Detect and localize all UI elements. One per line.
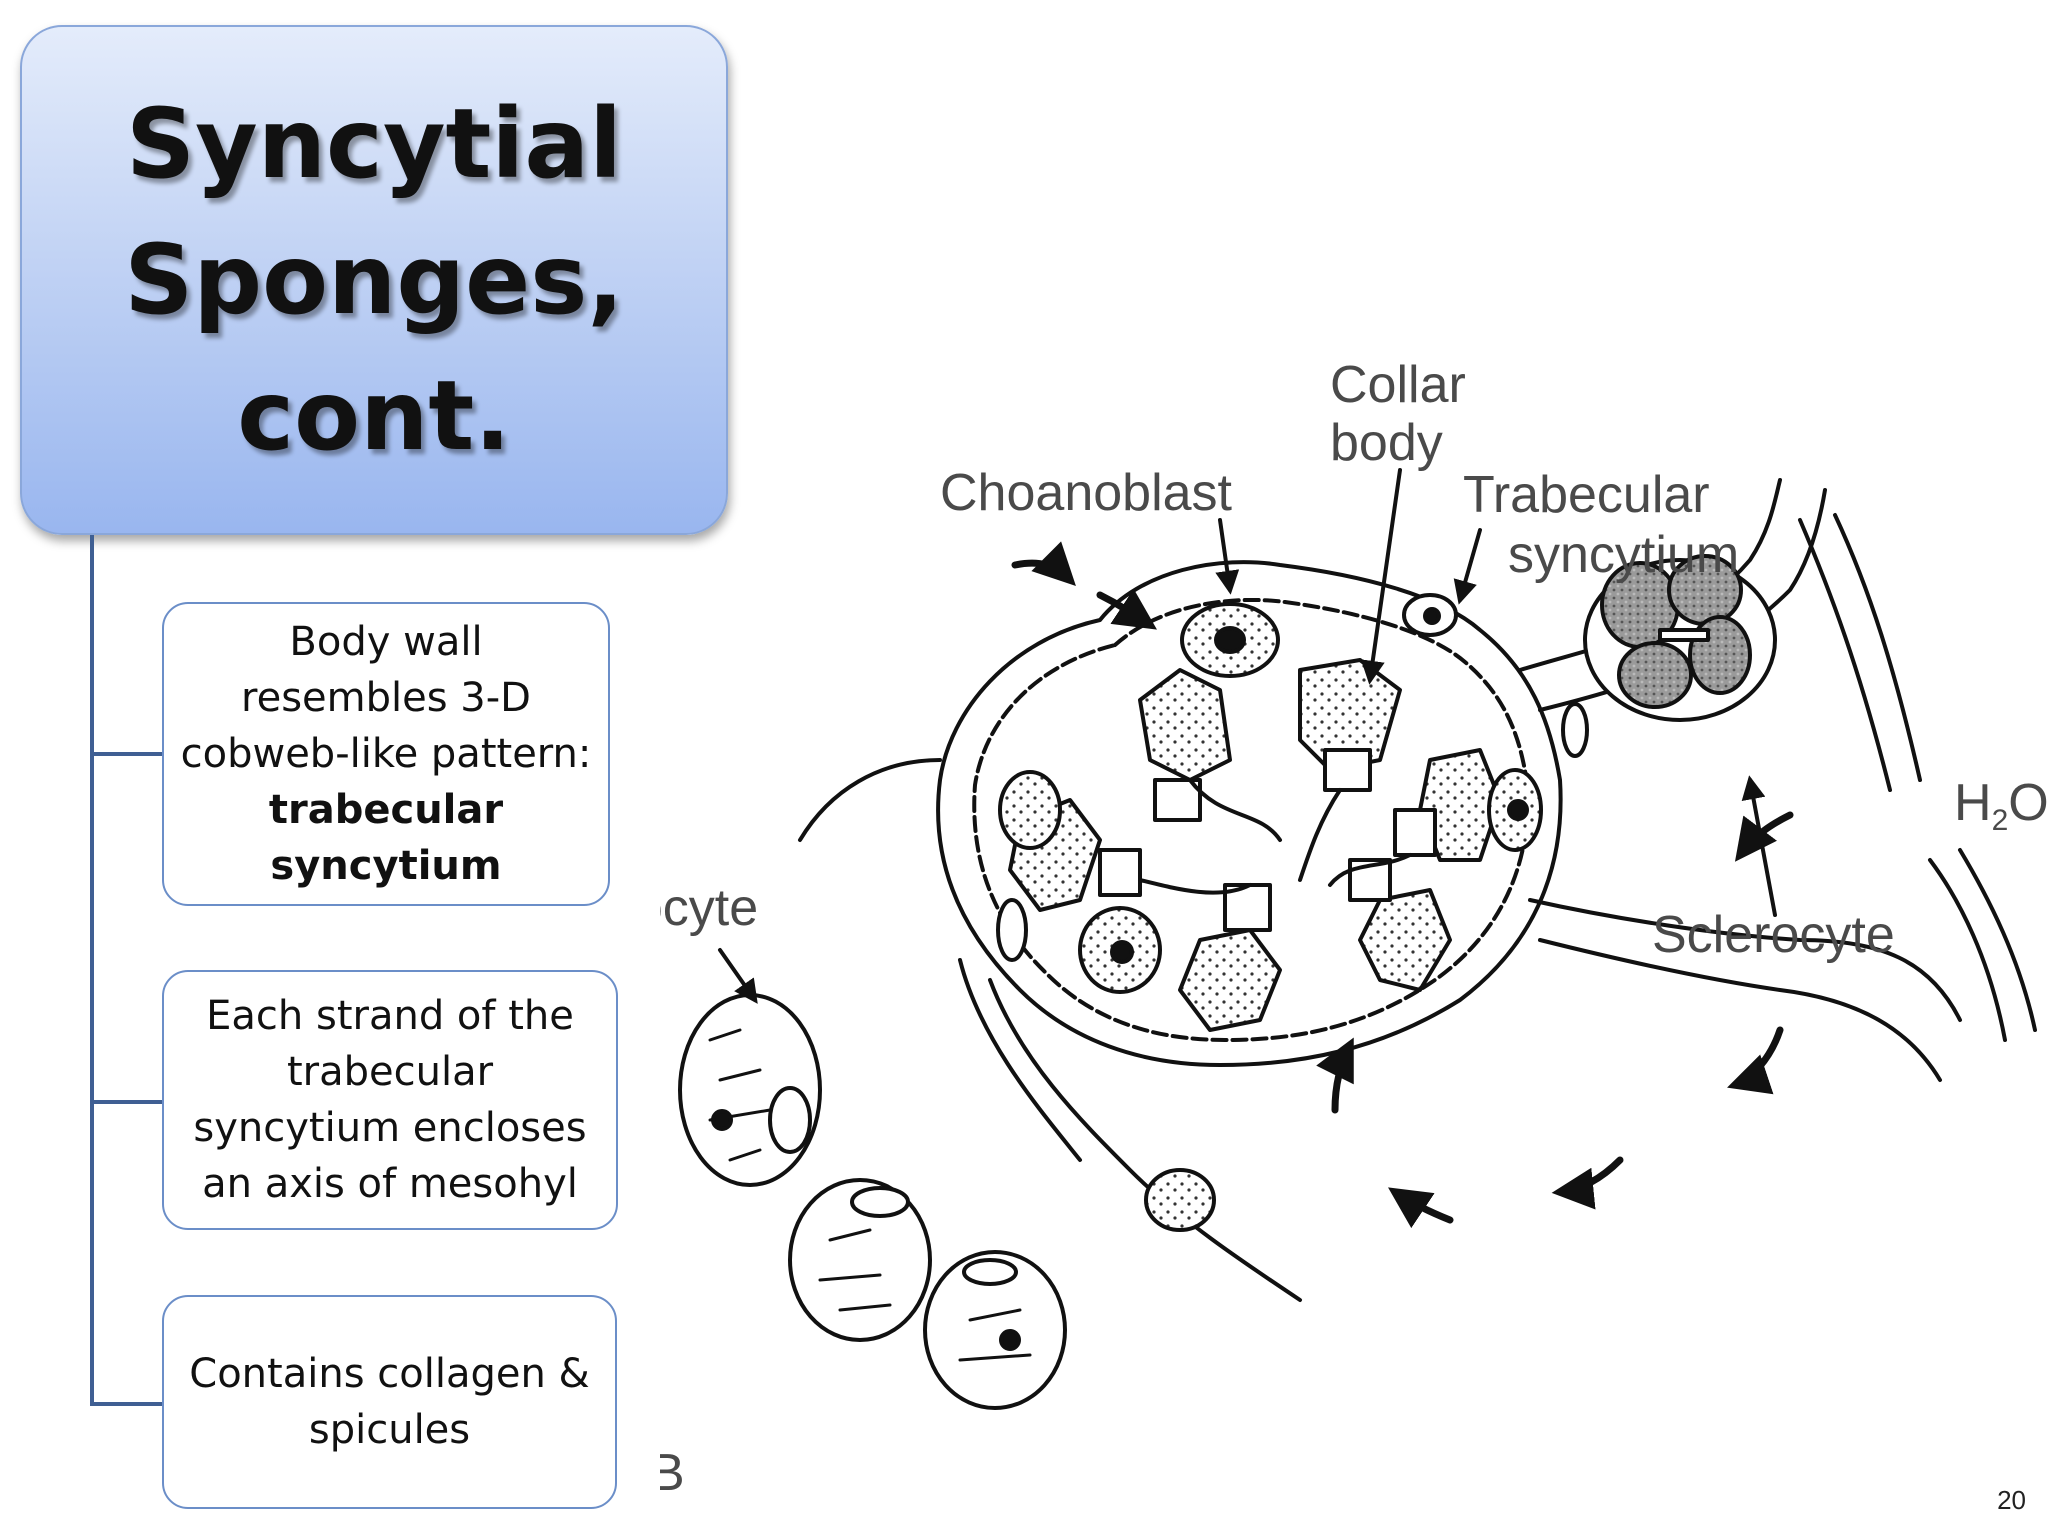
spicule bbox=[1658, 628, 1710, 642]
label-collar-1: Collar bbox=[1330, 356, 1466, 414]
collar-3 bbox=[1393, 808, 1437, 857]
bullet-box-1: Body wall resembles 3-D cobweb-like patt… bbox=[162, 602, 610, 906]
trabecular-strand-lower-b bbox=[1538, 938, 1942, 1082]
h2o-h: H bbox=[1954, 774, 1992, 832]
bullet-text-1: Body wall resembles 3-D cobweb-like patt… bbox=[180, 614, 592, 894]
small-cell-top-nucleus bbox=[1423, 607, 1441, 625]
h2o-subscript: 2 bbox=[1992, 804, 2009, 837]
archeocyte-nucleus bbox=[711, 1109, 733, 1131]
trabecular-strand-lower-left bbox=[988, 978, 1302, 1302]
label-h2o: H2O bbox=[1954, 774, 2048, 837]
choanoblast-nucleus bbox=[1214, 626, 1246, 654]
bullet-text-3: Contains collagen & spicules bbox=[189, 1351, 590, 1453]
connector-vertical bbox=[90, 535, 94, 1405]
page-number: 20 bbox=[1997, 1485, 2026, 1515]
title-line-3: cont. bbox=[237, 360, 511, 472]
label-trabecular-2: syncytium bbox=[1508, 526, 1739, 584]
bullet-1-bold: trabecular syncytium bbox=[268, 787, 504, 889]
label-archeocyte: Archeocyte bbox=[660, 879, 758, 937]
collar-1 bbox=[1153, 778, 1202, 822]
connector-branch-1 bbox=[90, 752, 162, 756]
collar-body-5 bbox=[1178, 928, 1282, 1032]
collar-body-6 bbox=[1358, 888, 1452, 992]
flow-arrow-7 bbox=[1316, 1037, 1354, 1114]
leader-collar-body bbox=[1360, 468, 1402, 685]
connector-branch-3 bbox=[90, 1402, 162, 1406]
flow-arrow-4 bbox=[1727, 1026, 1784, 1095]
bullet-1-plain: Body wall resembles 3-D cobweb-like patt… bbox=[180, 619, 592, 777]
h2o-o: O bbox=[2008, 774, 2048, 832]
collar-body-2 bbox=[1298, 658, 1402, 772]
flagellum-3 bbox=[1328, 853, 1412, 887]
trabecular-strand-right-a bbox=[1798, 518, 1892, 792]
flagellum-4 bbox=[1138, 878, 1252, 895]
label-trabecular-1: Trabecular bbox=[1463, 466, 1710, 524]
bottom-cell-1-texture bbox=[818, 1228, 892, 1312]
trabecular-strand-far-right bbox=[1928, 858, 2007, 1042]
chamber-cell-left bbox=[998, 770, 1062, 850]
label-panel-b: B bbox=[660, 1444, 685, 1502]
title-line-2: Sponges, bbox=[124, 224, 624, 336]
collar-4 bbox=[1098, 848, 1142, 897]
flagellum-2 bbox=[1298, 788, 1342, 882]
wall-cell-bottom bbox=[1144, 1168, 1216, 1232]
flow-arrow-1 bbox=[1011, 541, 1076, 586]
flow-arrow-3 bbox=[1734, 811, 1794, 862]
collar-body-1 bbox=[1138, 668, 1232, 782]
trabecular-strand-left bbox=[798, 758, 942, 842]
trabecular-strand-far-right-b bbox=[1958, 848, 2037, 1032]
chamber-cell-right-nucleus bbox=[1507, 799, 1529, 821]
trabecular-strand-lower-left-b bbox=[958, 958, 1082, 1162]
title-line-1: Syncytial bbox=[125, 88, 623, 200]
trabecular-strand-right-b bbox=[1833, 513, 1922, 782]
flow-arrow-6 bbox=[1388, 1187, 1454, 1229]
bottom-cell-2-nucleus bbox=[999, 1329, 1021, 1351]
sclerocyte-lobe-4 bbox=[1617, 641, 1693, 709]
bullet-box-3: Contains collagen & spicules bbox=[162, 1295, 617, 1509]
label-collar-2: body bbox=[1330, 414, 1443, 472]
bottom-cell-1 bbox=[788, 1178, 932, 1342]
leader-choanoblast bbox=[1215, 518, 1240, 595]
trabecular-strand-lower-a bbox=[1528, 898, 1962, 1022]
leader-sclerocyte bbox=[1741, 775, 1777, 917]
collar-2 bbox=[1323, 748, 1372, 792]
archeocyte-inner-cell bbox=[768, 1086, 812, 1154]
wall-cell-left bbox=[996, 898, 1028, 962]
bullet-box-2: Each strand of the trabecular syncytium … bbox=[162, 970, 618, 1230]
flagellum-1 bbox=[1188, 778, 1282, 842]
flow-arrow-5 bbox=[1551, 1156, 1624, 1210]
leader-archeocyte bbox=[718, 948, 758, 1004]
bottom-cell-1-organelle bbox=[850, 1186, 910, 1218]
connector-branch-2 bbox=[90, 1100, 162, 1104]
label-choanoblast: Choanoblast bbox=[940, 464, 1233, 522]
bottom-cell-2-organelle bbox=[962, 1258, 1018, 1286]
label-sclerocyte: Sclerocyte bbox=[1652, 906, 1895, 964]
archeocyte-texture bbox=[708, 1028, 772, 1162]
sponge-diagram: Collar body Choanoblast Trabecular syncy… bbox=[660, 356, 2048, 1502]
wall-cell-right bbox=[1561, 702, 1589, 758]
slide-title: Syncytial Sponges, cont. bbox=[124, 76, 624, 484]
bullet-text-2: Each strand of the trabecular syncytium … bbox=[193, 993, 587, 1207]
bottom-cell-2 bbox=[923, 1250, 1067, 1410]
leader-trabecular bbox=[1453, 528, 1482, 605]
bottom-cell-2-texture bbox=[958, 1308, 1032, 1362]
flow-arrow-2 bbox=[1096, 588, 1157, 630]
title-box: Syncytial Sponges, cont. bbox=[20, 25, 728, 535]
chamber-cell-lower-nucleus bbox=[1110, 940, 1134, 964]
chamber-outer-wall bbox=[936, 560, 1563, 1067]
